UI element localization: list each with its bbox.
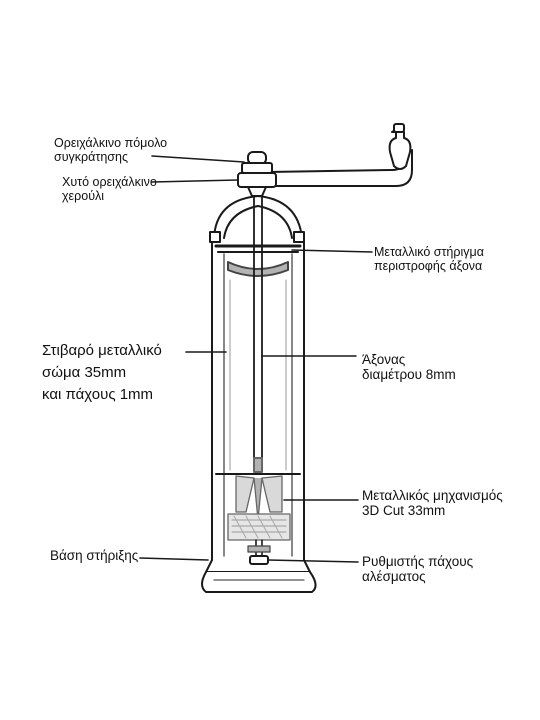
leader-base <box>139 557 209 561</box>
label-mechanism: Μεταλλικός μηχανισμός 3D Cut 33mm <box>362 488 503 519</box>
base <box>201 559 317 593</box>
label-knob: Ορειχάλκινο πόμολο συγκράτησης <box>54 136 168 164</box>
grinder-body <box>211 241 305 561</box>
shaft <box>253 195 263 473</box>
adjuster <box>247 539 271 565</box>
dome-top <box>209 195 305 243</box>
leader-handle <box>151 179 239 183</box>
label-body: Στιβαρό μεταλλικό σώμα 35mm και πάχους 1… <box>42 342 162 403</box>
label-adjuster: Ρυθμιστής πάχους αλέσματος <box>362 554 474 585</box>
leader-adjuster <box>267 559 359 563</box>
label-handle: Χυτό ορειχάλκινο χερούλι <box>62 175 157 203</box>
leader-support <box>291 249 373 253</box>
crank-handle <box>267 123 413 187</box>
label-base: Βάση στήριξης <box>50 548 139 563</box>
label-support: Μεταλλικό στήριγμα περιστροφής άξονα <box>374 245 484 273</box>
label-shaft: Άξονας διαμέτρου 8mm <box>362 352 456 383</box>
leader-lines <box>139 155 373 563</box>
leader-knob <box>151 155 245 163</box>
shaft-support <box>214 244 302 277</box>
grinding-mechanism <box>215 473 301 541</box>
top-knob <box>237 151 277 197</box>
